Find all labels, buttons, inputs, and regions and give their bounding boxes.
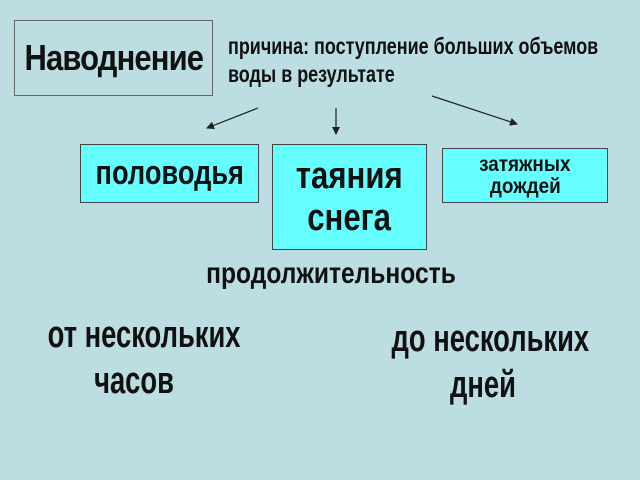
cause-box-snowmelt-line-2: снега: [307, 197, 392, 239]
cause-line-1: причина: поступление больших объемов: [228, 33, 599, 59]
cause-box-snowmelt-line-1: таяния: [296, 155, 403, 197]
arrow-right: [431, 95, 518, 126]
duration-heading: продолжительность: [206, 257, 456, 290]
cause-box-flood: половодья: [80, 144, 259, 203]
cause-line-2: воды в результате: [228, 61, 395, 87]
duration-min-line-1: от нескольких: [47, 314, 241, 356]
cause-text: причина: поступление больших объемов вод…: [228, 32, 598, 88]
cause-box-snowmelt: таяния снега: [272, 144, 427, 250]
duration-max-line-2: дней: [450, 364, 516, 406]
duration-max: до нескольких дней: [391, 316, 590, 408]
duration-min-line-2: часов: [94, 360, 174, 402]
arrow-left: [206, 107, 259, 130]
cause-box-rain: затяжных дождей: [442, 148, 608, 203]
cause-box-rain-line-2: дождей: [489, 174, 561, 198]
duration-min: от нескольких часов: [47, 312, 241, 404]
title-box: Наводнение: [14, 20, 213, 96]
title-text: Наводнение: [24, 37, 203, 78]
duration-max-line-1: до нескольких: [391, 318, 590, 360]
cause-box-flood-label: половодья: [95, 154, 244, 192]
cause-box-rain-line-1: затяжных: [479, 152, 571, 176]
